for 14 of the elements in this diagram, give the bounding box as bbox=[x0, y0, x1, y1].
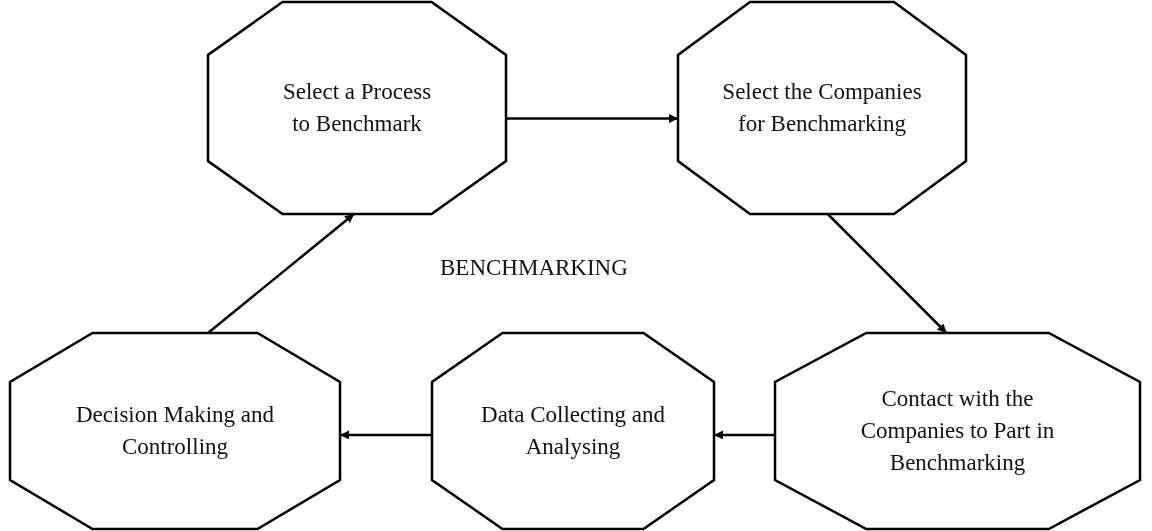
octagon-node bbox=[775, 333, 1140, 529]
arrow bbox=[714, 430, 775, 440]
diagram-title-label: BENCHMARKING bbox=[440, 255, 628, 281]
node-label: Select a Process to Benchmark bbox=[281, 78, 433, 138]
octagon-node bbox=[432, 333, 714, 529]
arrow bbox=[340, 430, 432, 440]
octagon-node bbox=[10, 333, 340, 529]
node-label: Contact with the Companies to Part in Benchmarking bbox=[859, 385, 1056, 477]
octagon-node bbox=[678, 2, 966, 214]
node-label: Decision Making and Controlling bbox=[75, 401, 275, 461]
node-label: Data Collecting and Analysing bbox=[480, 401, 666, 461]
octagon-node bbox=[208, 2, 506, 214]
arrow bbox=[506, 114, 678, 124]
node-label: Select the Companies for Benchmarking bbox=[722, 78, 922, 138]
